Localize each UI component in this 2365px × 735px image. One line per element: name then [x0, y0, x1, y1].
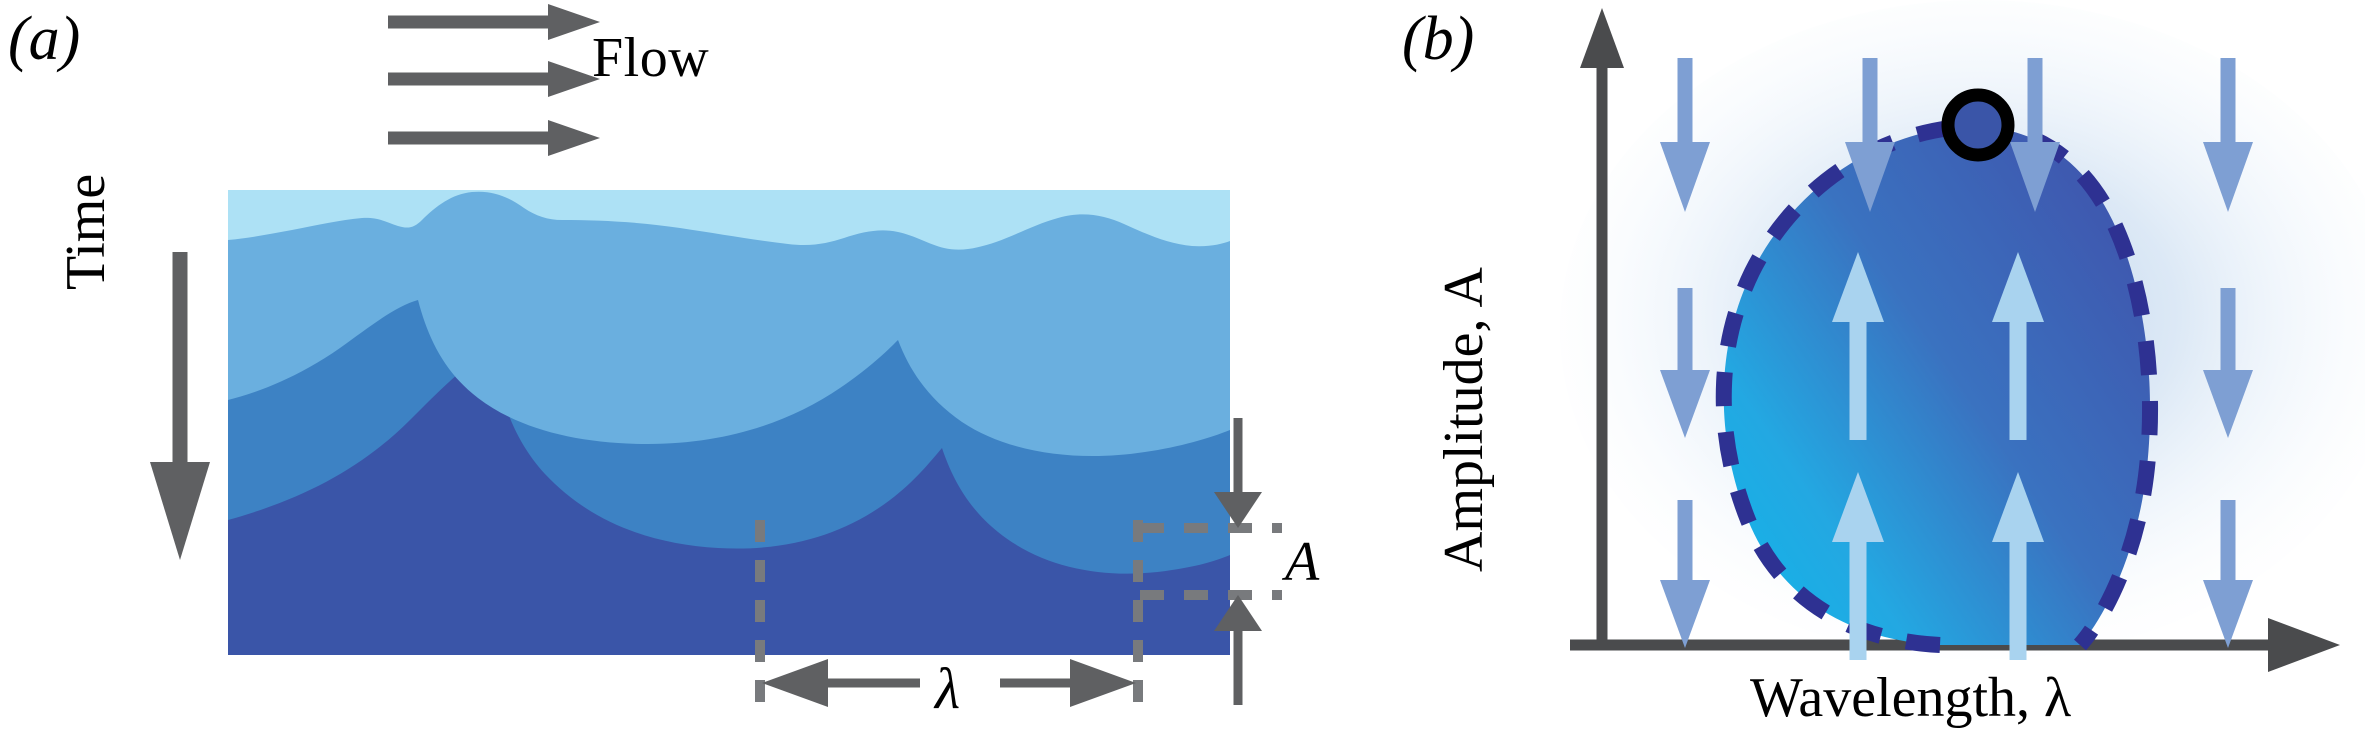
panel-a-label: (a): [8, 5, 81, 73]
panel-b-graphics: [1560, 0, 2365, 672]
wave-layer-2: [228, 190, 1230, 457]
instability-region: [1715, 118, 2159, 653]
time-arrow-icon: [150, 252, 210, 560]
growth-arrow-icon: [1832, 472, 1884, 660]
instability-region-fill: [1723, 126, 2151, 646]
decay-arrow-icon: [1660, 288, 1710, 438]
amplitude-label: A: [1285, 531, 1320, 593]
decay-arrow-icon: [2203, 58, 2253, 212]
wavelength-dimension-arrow: [762, 659, 1136, 707]
wavelength-guides: [755, 520, 1143, 712]
flow-arrow-icon: [388, 61, 600, 97]
decay-arrow-icon: [2010, 58, 2060, 212]
flow-arrow-icon: [388, 120, 600, 156]
amplitude-guides: [1140, 523, 1282, 600]
critical-point-marker: [1941, 88, 2015, 162]
growth-arrow-icon: [1832, 252, 1884, 440]
decay-arrow-icon: [1845, 58, 1895, 212]
growth-arrows-group: [1832, 252, 2044, 660]
amplitude-dimension-arrow: [1214, 418, 1262, 705]
decay-arrow-icon: [1660, 58, 1710, 212]
decay-arrow-icon: [1660, 500, 1710, 648]
panel-a: (a) Flow Time A λ: [8, 4, 1320, 721]
decay-arrow-icon: [2203, 288, 2253, 438]
panel-b: (b) Amplitude, A Wavelength, λ: [1380, 0, 2365, 735]
flow-label: Flow: [592, 27, 710, 89]
decay-arrow-icon: [2203, 500, 2253, 648]
flow-arrow-icon: [388, 4, 600, 40]
y-axis: [1580, 8, 1624, 645]
x-axis-label: Wavelength, λ: [1750, 667, 2072, 729]
instability-region-boundary: [1715, 118, 2159, 653]
decay-arrows-group: [1660, 58, 2253, 648]
wave-layer-1: [228, 190, 1230, 250]
growth-arrow-icon: [1992, 472, 2044, 660]
wavelength-label: λ: [935, 656, 961, 721]
growth-arrow-icon: [1992, 252, 2044, 440]
panel-a-graphics: [150, 4, 1282, 712]
flow-arrows-group: [388, 4, 600, 156]
wave-stack: [228, 190, 1230, 655]
panel-b-label: (b): [1402, 5, 1475, 73]
